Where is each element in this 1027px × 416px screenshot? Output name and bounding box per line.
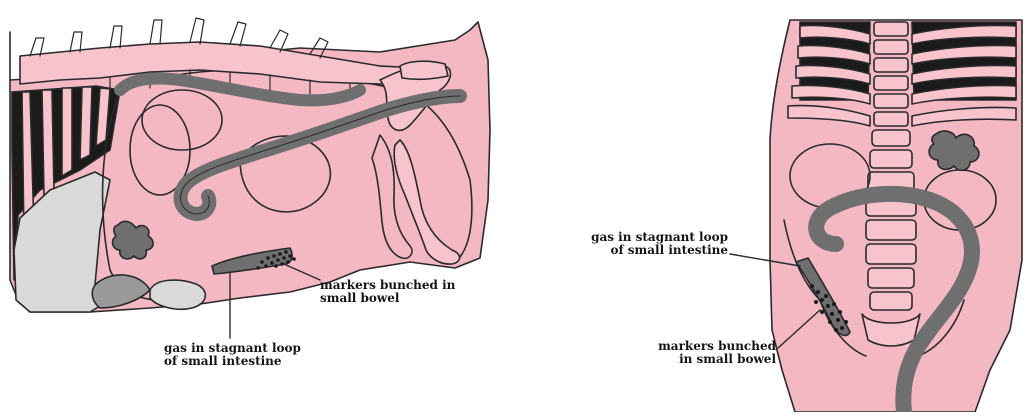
lateral-label-markers: markers bunched in small bowel <box>320 279 455 305</box>
label-line: of small intestine <box>164 355 301 368</box>
label-line: of small intestine <box>572 244 728 257</box>
vd-label-markers: markers bunched in small bowel <box>648 340 776 366</box>
lateral-bladder <box>150 280 205 309</box>
vd-label-gas: gas in stagnant loop of small intestine <box>572 231 728 257</box>
label-line: in small bowel <box>648 353 776 366</box>
lateral-tail-base <box>400 61 448 79</box>
label-line: small bowel <box>320 292 455 305</box>
lateral-label-gas: gas in stagnant loop of small intestine <box>164 342 301 368</box>
